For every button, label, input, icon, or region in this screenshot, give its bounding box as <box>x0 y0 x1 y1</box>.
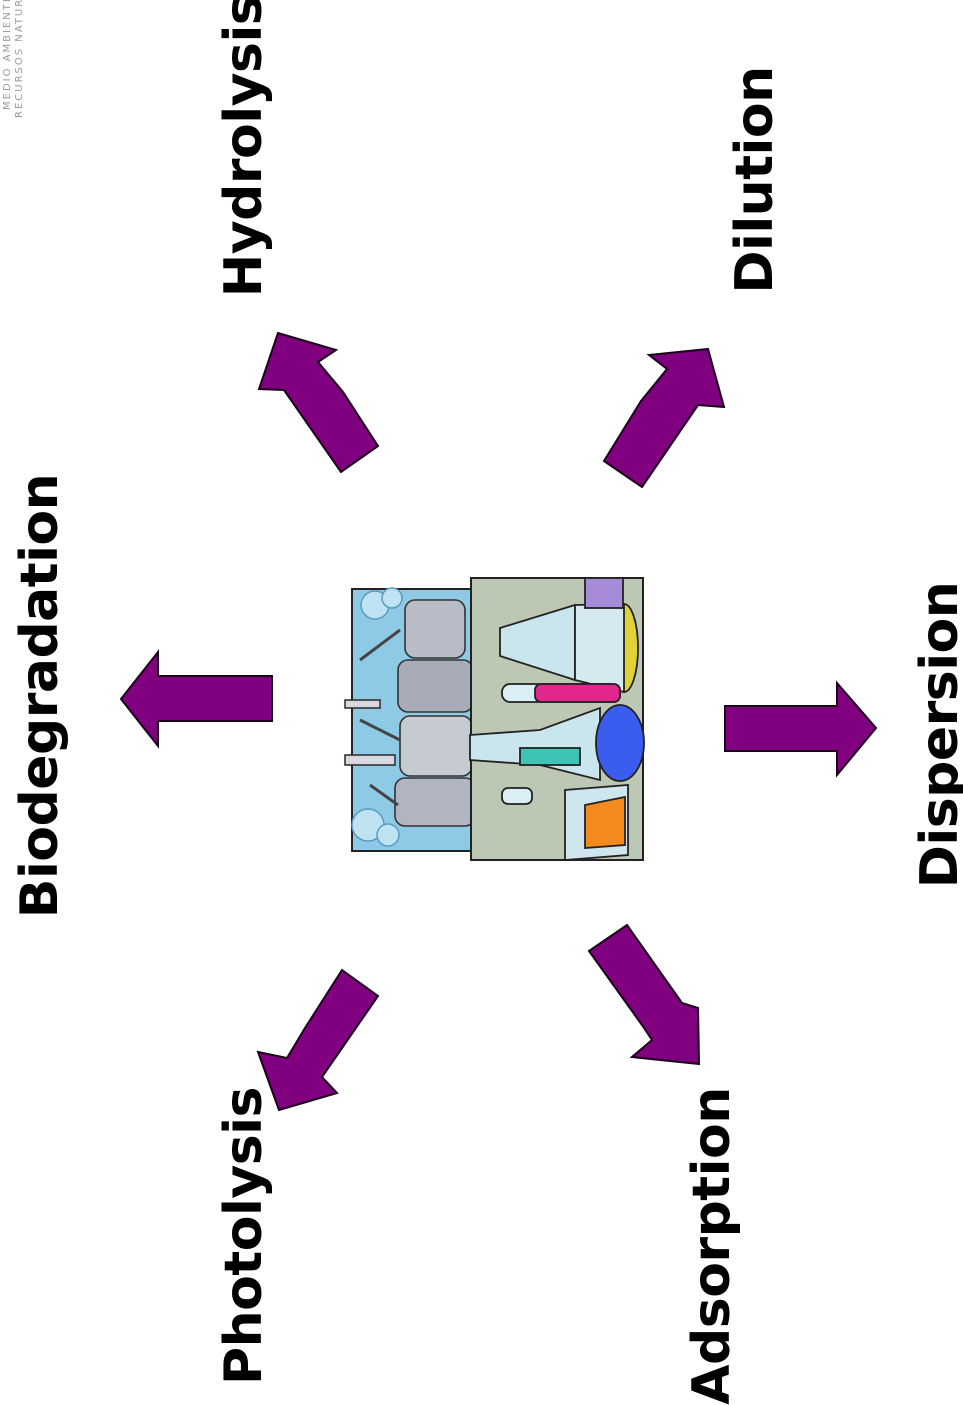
label-hydrolysis: Hydrolysis <box>214 0 274 298</box>
arrow-to-photolysis <box>256 968 380 1112</box>
label-biodegradation: Biodegradation <box>10 473 70 919</box>
arrow-to-adsorption <box>587 923 701 1066</box>
label-dispersion: Dispersion <box>910 581 963 889</box>
label-photolysis: Photolysis <box>214 1087 274 1385</box>
label-dilution: Dilution <box>725 66 785 294</box>
arrow-to-hydrolysis <box>257 331 380 474</box>
arrow-to-dispersion <box>724 680 878 778</box>
arrow-to-biodegradation <box>119 649 273 749</box>
arrow-to-dilution <box>602 347 726 489</box>
chemical-factory-clipart <box>344 577 645 861</box>
label-adsorption: Adsorption <box>682 1087 742 1405</box>
